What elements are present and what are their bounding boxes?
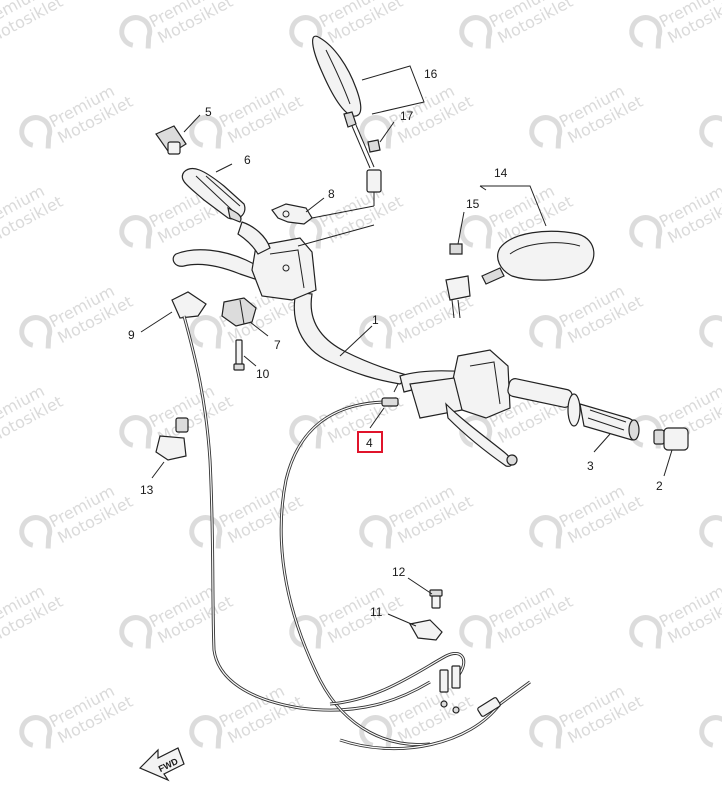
watermark-logo-icon [359, 715, 393, 749]
leader-lines [140, 65, 673, 627]
watermark-logo-icon [19, 115, 53, 149]
label-17[interactable]: 17 [400, 109, 414, 123]
watermark-logo-icon [119, 615, 153, 649]
part-labels: 1 2 3 4 5 6 7 8 9 10 11 12 13 14 15 16 1… [128, 67, 663, 619]
label-11[interactable]: 11 [370, 605, 383, 619]
label-10[interactable]: 10 [256, 367, 270, 381]
label-4[interactable]: 4 [366, 436, 373, 450]
label-9[interactable]: 9 [128, 328, 135, 342]
watermark-logo-icon [699, 715, 722, 749]
right-switch-assembly[interactable] [409, 349, 518, 467]
clutch-cable[interactable] [171, 291, 431, 712]
watermark-logo-icon [459, 615, 493, 649]
fwd-arrow: FWD [138, 747, 185, 782]
watermark-logo-icon [189, 715, 223, 749]
cable-guide[interactable] [409, 589, 443, 641]
watermark-logo-icon [289, 615, 323, 649]
watermark-logo-icon [629, 215, 663, 249]
watermark-logo-icon [359, 515, 393, 549]
label-5[interactable]: 5 [205, 105, 212, 119]
watermark-logo-icon [529, 515, 563, 549]
watermark-logo-icon [459, 15, 493, 49]
watermark-logo-icon [289, 15, 323, 49]
throttle-cable[interactable] [279, 397, 531, 751]
watermark-logo-icon [119, 15, 153, 49]
watermark-logo-icon [289, 415, 323, 449]
label-13[interactable]: 13 [140, 483, 154, 497]
right-bar-end[interactable] [653, 427, 689, 451]
watermark-logo-icon [459, 415, 493, 449]
label-1[interactable]: 1 [372, 313, 379, 327]
watermark-logo-icon [629, 615, 663, 649]
left-grip[interactable] [181, 167, 246, 223]
label-8[interactable]: 8 [328, 187, 335, 201]
watermark-logo-icon [529, 315, 563, 349]
label-7[interactable]: 7 [274, 338, 281, 352]
right-mirror[interactable] [445, 230, 595, 319]
watermark-logo-icon [529, 715, 563, 749]
highlight-box [357, 431, 383, 453]
watermark-logo-icon [359, 115, 393, 149]
watermark-logo-icon [189, 115, 223, 149]
watermark-logo-icon [359, 315, 393, 349]
watermark-logo-icon [189, 315, 223, 349]
label-16[interactable]: 16 [424, 67, 438, 81]
left-mirror[interactable] [312, 35, 382, 206]
watermark-logo-icon [699, 315, 722, 349]
watermark-logo-icon [119, 415, 153, 449]
label-2[interactable]: 2 [656, 479, 663, 493]
label-3[interactable]: 3 [587, 459, 594, 473]
right-grip[interactable] [507, 378, 640, 441]
label-15[interactable]: 15 [466, 197, 480, 211]
watermark-logo-icon [459, 215, 493, 249]
left-lever-assembly[interactable] [172, 221, 317, 327]
watermark-logo-icon [19, 715, 53, 749]
watermark-logo-icon [19, 515, 53, 549]
left-bar-end[interactable] [155, 125, 187, 155]
label-12[interactable]: 12 [392, 565, 406, 579]
watermark-logo-icon [119, 215, 153, 249]
watermark-logo-icon [19, 315, 53, 349]
watermark-logo-icon [629, 15, 663, 49]
cable-clamp[interactable] [155, 417, 189, 461]
mirror-holder-clamp[interactable] [271, 203, 313, 225]
lever-bolt[interactable] [233, 339, 245, 371]
watermark-logo-icon [529, 115, 563, 149]
watermark-logo-icon [699, 115, 722, 149]
label-6[interactable]: 6 [244, 153, 251, 167]
watermark-logo-icon [189, 515, 223, 549]
watermark-logo-icon [699, 515, 722, 549]
label-14[interactable]: 14 [494, 166, 508, 180]
